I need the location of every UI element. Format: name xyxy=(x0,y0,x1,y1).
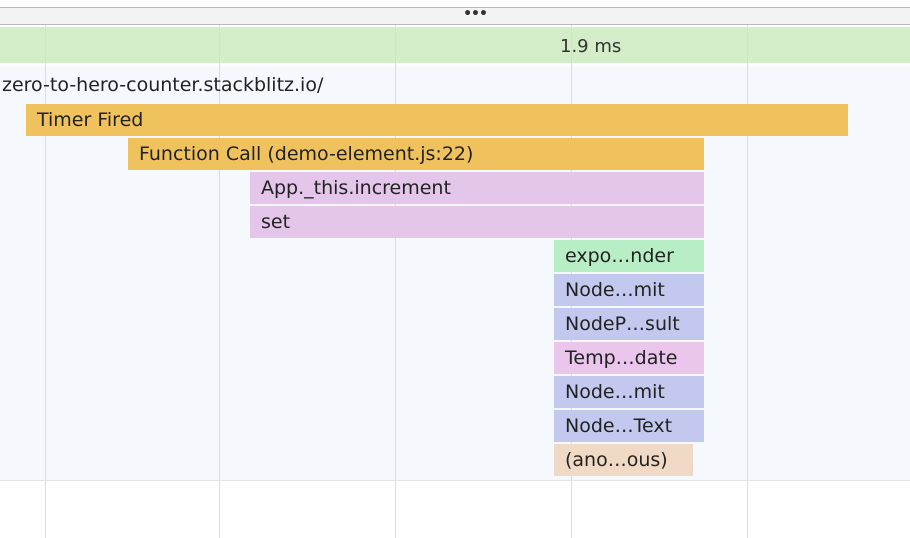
flame-block-app-increment[interactable]: App._this.increment xyxy=(250,172,704,204)
flame-block-anonymous[interactable]: (ano…ous) xyxy=(554,444,693,476)
task-url-label: zero-to-hero-counter.stackblitz.io/ xyxy=(2,74,324,96)
timeline-gridline xyxy=(219,0,220,538)
flame-block-function-call[interactable]: Function Call (demo-element.js:22) xyxy=(128,138,704,170)
timeline-gridline xyxy=(747,0,748,538)
timeline-gridline xyxy=(45,0,46,538)
timing-duration-label: 1.9 ms xyxy=(560,36,622,57)
flame-block-temp-date[interactable]: Temp…date xyxy=(554,342,704,374)
flame-block-expo-nder[interactable]: expo…nder xyxy=(554,240,704,272)
flame-block-set[interactable]: set xyxy=(250,206,704,238)
flame-block-node-mit[interactable]: Node…mit xyxy=(554,274,704,306)
overview-strip xyxy=(0,0,910,7)
flame-block-node-text[interactable]: Node…Text xyxy=(554,410,704,442)
timing-bar[interactable] xyxy=(0,27,910,63)
timeline-gridline xyxy=(395,0,396,538)
panel-divider xyxy=(0,24,910,25)
flame-block-node-mit-2[interactable]: Node…mit xyxy=(554,376,704,408)
flame-block-timer-fired[interactable]: Timer Fired xyxy=(26,104,848,136)
panel-divider xyxy=(0,480,910,481)
flame-block-nodep-sult[interactable]: NodeP…sult xyxy=(554,308,704,340)
panel-divider xyxy=(0,7,910,8)
drag-handle-icon[interactable]: ••• xyxy=(463,6,488,22)
panel-resizer[interactable]: ••• xyxy=(0,6,910,24)
